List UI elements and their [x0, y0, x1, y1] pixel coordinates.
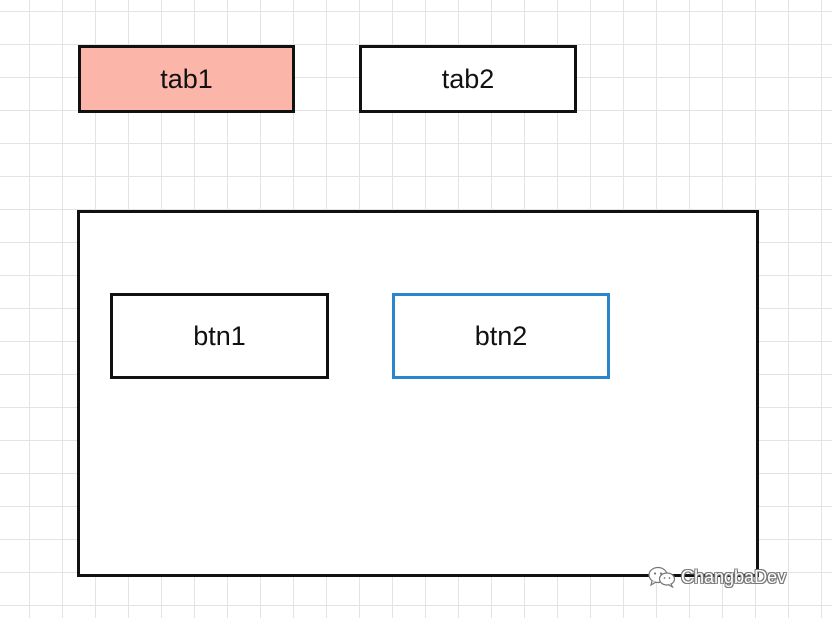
tab-2-label: tab2 [441, 63, 495, 94]
button-2[interactable]: btn2 [392, 293, 610, 379]
button-1-label: btn1 [193, 320, 246, 351]
content-panel [77, 210, 759, 577]
watermark: ChangbaDev [648, 566, 786, 588]
button-1[interactable]: btn1 [110, 293, 329, 379]
tab-2[interactable]: tab2 [359, 45, 577, 113]
tab-1-label: tab1 [160, 63, 213, 94]
button-2-label: btn2 [474, 320, 528, 351]
wechat-icon [648, 566, 676, 588]
tab-1[interactable]: tab1 [78, 45, 295, 113]
watermark-text: ChangbaDev [681, 566, 787, 587]
